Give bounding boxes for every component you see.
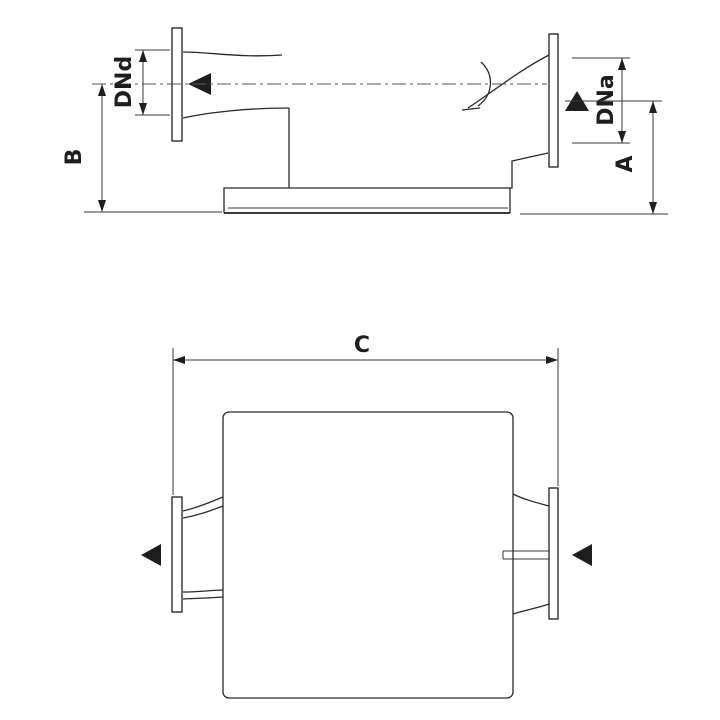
side-view: DNd DNa B A xyxy=(62,27,668,215)
dimension-b xyxy=(84,84,222,213)
base-plate xyxy=(223,108,549,214)
outlet-flange-plan xyxy=(141,496,224,613)
dnd-label: DNd xyxy=(112,56,137,108)
a-label: A xyxy=(613,155,638,172)
b-label: B xyxy=(62,149,87,166)
dimension-c xyxy=(172,348,559,495)
plan-view: C xyxy=(141,333,592,699)
c-label: C xyxy=(354,333,370,358)
dimension-dnd xyxy=(135,49,170,116)
dimension-a xyxy=(520,100,668,215)
dimension-dna xyxy=(572,57,630,144)
main-body xyxy=(222,411,514,699)
inlet-arrow-plan xyxy=(572,544,592,566)
inlet-flange-plan xyxy=(502,487,592,620)
outlet-arrow-plan xyxy=(141,544,161,566)
dna-label: DNa xyxy=(594,74,619,126)
